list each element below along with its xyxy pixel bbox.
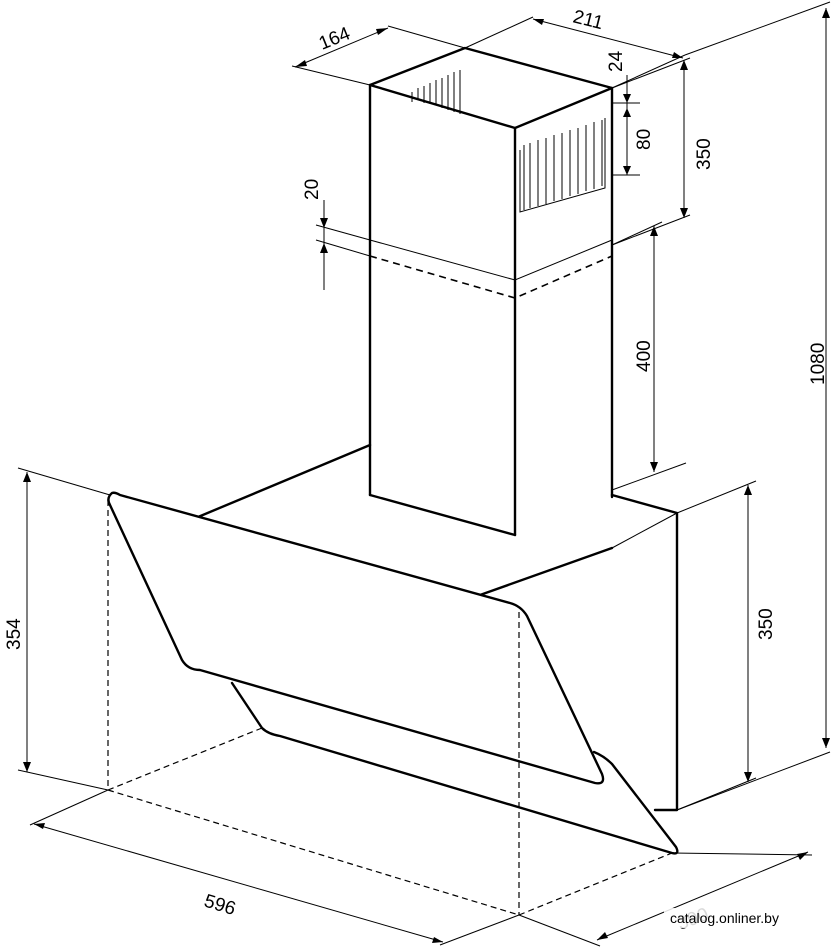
dim-front-height: 354 (4, 467, 111, 791)
label-width: 596 (202, 891, 238, 920)
label-overlap: 20 (302, 179, 323, 200)
label-vent-height: 80 (634, 129, 655, 150)
dim-duct-width: 211 (464, 6, 686, 89)
glass-panel (107, 491, 679, 855)
label-body-height: 350 (756, 608, 777, 640)
label-front-height: 354 (4, 618, 25, 650)
label-total-height: 1080 (808, 343, 829, 385)
vent-slots-right (519, 118, 606, 213)
dim-lower-duct: 400 (611, 221, 687, 491)
label-lower-duct-height: 400 (634, 340, 655, 372)
hood-body (196, 443, 679, 812)
dim-duct-depth: 164 (291, 23, 466, 86)
label-vent-offset: 24 (606, 50, 627, 72)
footprint-dashed (107, 500, 673, 916)
upper-duct (368, 46, 614, 537)
label-upper-duct-height: 350 (694, 138, 715, 170)
dim-body-height: 350 (676, 480, 777, 811)
vent-slots-left (411, 70, 461, 114)
label-duct-depth: 164 (316, 23, 354, 55)
dim-width: 596 (29, 789, 520, 946)
dim-total-height: 1080 (676, 1, 831, 811)
dim-upper-duct: 350 (611, 57, 715, 246)
dim-overlap: 20 (302, 179, 371, 290)
watermark: catalog.onliner.by (670, 910, 779, 926)
dim-depth: 390 (518, 851, 813, 947)
dim-vent: 24 80 (606, 50, 655, 176)
